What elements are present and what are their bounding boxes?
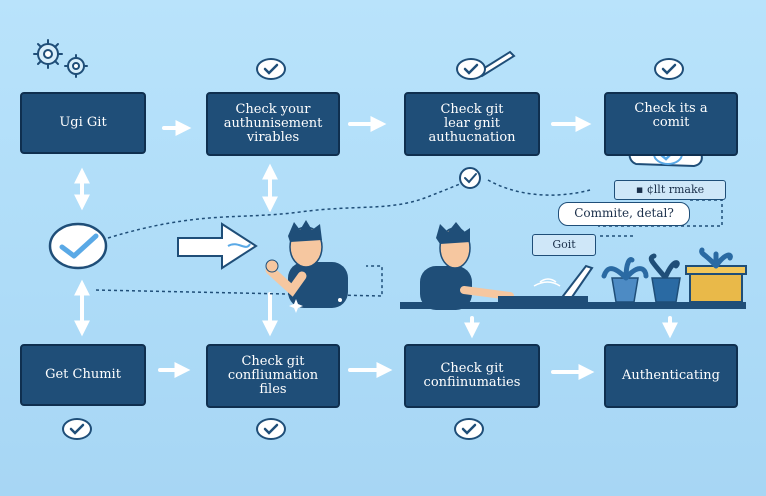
step-label-line: virables xyxy=(246,130,300,145)
sparkle-icon xyxy=(289,298,342,313)
step-label: Ugi Git xyxy=(59,115,107,130)
step-label-line: confliumation xyxy=(227,368,319,383)
dashed-connector xyxy=(598,199,723,227)
tag-text: ▪ ¢llt rmake xyxy=(635,183,705,196)
arrow-right xyxy=(177,222,258,270)
checkmark-icon xyxy=(256,418,286,440)
checkmark-icon xyxy=(256,58,286,80)
checkmark-icon xyxy=(48,222,108,270)
step-label-line: Check git xyxy=(440,361,504,376)
dashed-connector xyxy=(107,179,471,239)
step-box: Ugi Git xyxy=(20,92,146,154)
step-box: Get Chumit xyxy=(20,344,146,406)
dashed-connector xyxy=(95,265,383,297)
desk xyxy=(400,302,746,309)
checkmark-icon xyxy=(654,58,684,80)
step-label-line: confiinumaties xyxy=(423,375,521,390)
step-label-line: lear gnit xyxy=(443,116,500,131)
label-tag: ▪ ¢llt rmake xyxy=(614,180,726,200)
step-label-line: Check git xyxy=(440,102,504,117)
dashed-connector xyxy=(487,179,591,196)
person-icon xyxy=(420,222,514,310)
step-box: Check git confliumation files xyxy=(206,344,340,408)
gear-icon xyxy=(33,39,88,78)
step-label-line: Check your xyxy=(235,102,311,117)
step-label-line: comit xyxy=(652,115,690,130)
step-label-line: files xyxy=(259,382,287,397)
step-label-line: authucnation xyxy=(428,130,516,145)
step-box: Check its a comit xyxy=(604,92,738,156)
step-box: Check your authunisement virables xyxy=(206,92,340,156)
speech-bubble: Commite, detal? xyxy=(558,202,690,226)
step-box: Check git lear gnit authucnation xyxy=(404,92,540,156)
checkmark-icon xyxy=(454,418,484,440)
plant-icon xyxy=(601,247,747,303)
checkmark-icon xyxy=(456,58,486,80)
step-label: Authenticating xyxy=(622,368,720,383)
laptop-icon xyxy=(498,264,594,302)
step-label: Get Chumit xyxy=(45,367,121,382)
checkmark-icon xyxy=(62,418,92,440)
step-box: Check git confiinumaties xyxy=(404,344,540,408)
speech-text: Commite, detal? xyxy=(574,206,674,220)
step-box: Authenticating xyxy=(604,344,738,408)
person-icon xyxy=(265,220,348,308)
checkmark-icon xyxy=(459,167,481,189)
tag-text: Goit xyxy=(552,238,576,251)
label-tag: Goit xyxy=(532,234,596,256)
step-label-line: Check its a xyxy=(634,101,708,116)
step-label-line: authunisement xyxy=(223,116,323,131)
step-label-line: Check git xyxy=(241,354,305,369)
